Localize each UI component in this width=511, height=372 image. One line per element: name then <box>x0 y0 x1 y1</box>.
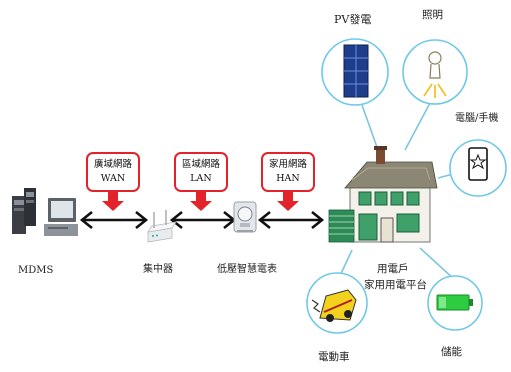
wan-code: WAN <box>100 173 126 184</box>
storage-label: 儲能 <box>441 346 462 358</box>
light-bulb-icon <box>423 51 447 98</box>
han-box: 家用網路 HAN <box>261 152 315 192</box>
computer-phone-circle <box>449 139 507 197</box>
lan-label: 區域網路 <box>181 159 220 170</box>
wan-box: 廣域網路 WAN <box>86 152 140 192</box>
solar-circle <box>321 38 389 106</box>
ev-label: 電動車 <box>318 351 350 363</box>
lan-code: LAN <box>190 173 212 184</box>
electric-car-icon <box>311 289 357 322</box>
battery-icon <box>436 294 473 311</box>
server-tower-icon <box>12 188 36 234</box>
mdms-label: MDMS <box>18 265 54 276</box>
smart-meter-icon <box>233 201 257 233</box>
solar-panel-icon <box>343 44 369 98</box>
han-code: HAN <box>276 173 300 184</box>
wan-label: 廣域網路 <box>93 159 132 170</box>
concentrator-label: 集中器 <box>143 264 173 275</box>
lan-box: 區域網路 LAN <box>174 152 228 192</box>
lighting-label: 照明 <box>422 9 443 21</box>
home-platform-label-line2: 家用用電平台 <box>364 279 427 291</box>
smartphone-icon <box>468 147 488 181</box>
smart-meter-label: 低壓智慧電表 <box>217 264 277 275</box>
red-down-arrows <box>102 192 299 211</box>
han-label: 家用網路 <box>268 159 307 170</box>
ev-circle <box>306 272 368 334</box>
home-platform-label-line1: 用電戶 <box>377 263 409 275</box>
storage-circle <box>427 275 483 331</box>
house-icon <box>328 146 438 243</box>
link-arrows <box>79 210 325 230</box>
concentrator-router-icon <box>147 210 177 243</box>
lighting-circle <box>402 39 468 105</box>
pv-label: PV發電 <box>334 13 372 26</box>
computer-monitor-icon <box>44 198 78 236</box>
computer-phone-label: 電腦/手機 <box>455 113 499 124</box>
